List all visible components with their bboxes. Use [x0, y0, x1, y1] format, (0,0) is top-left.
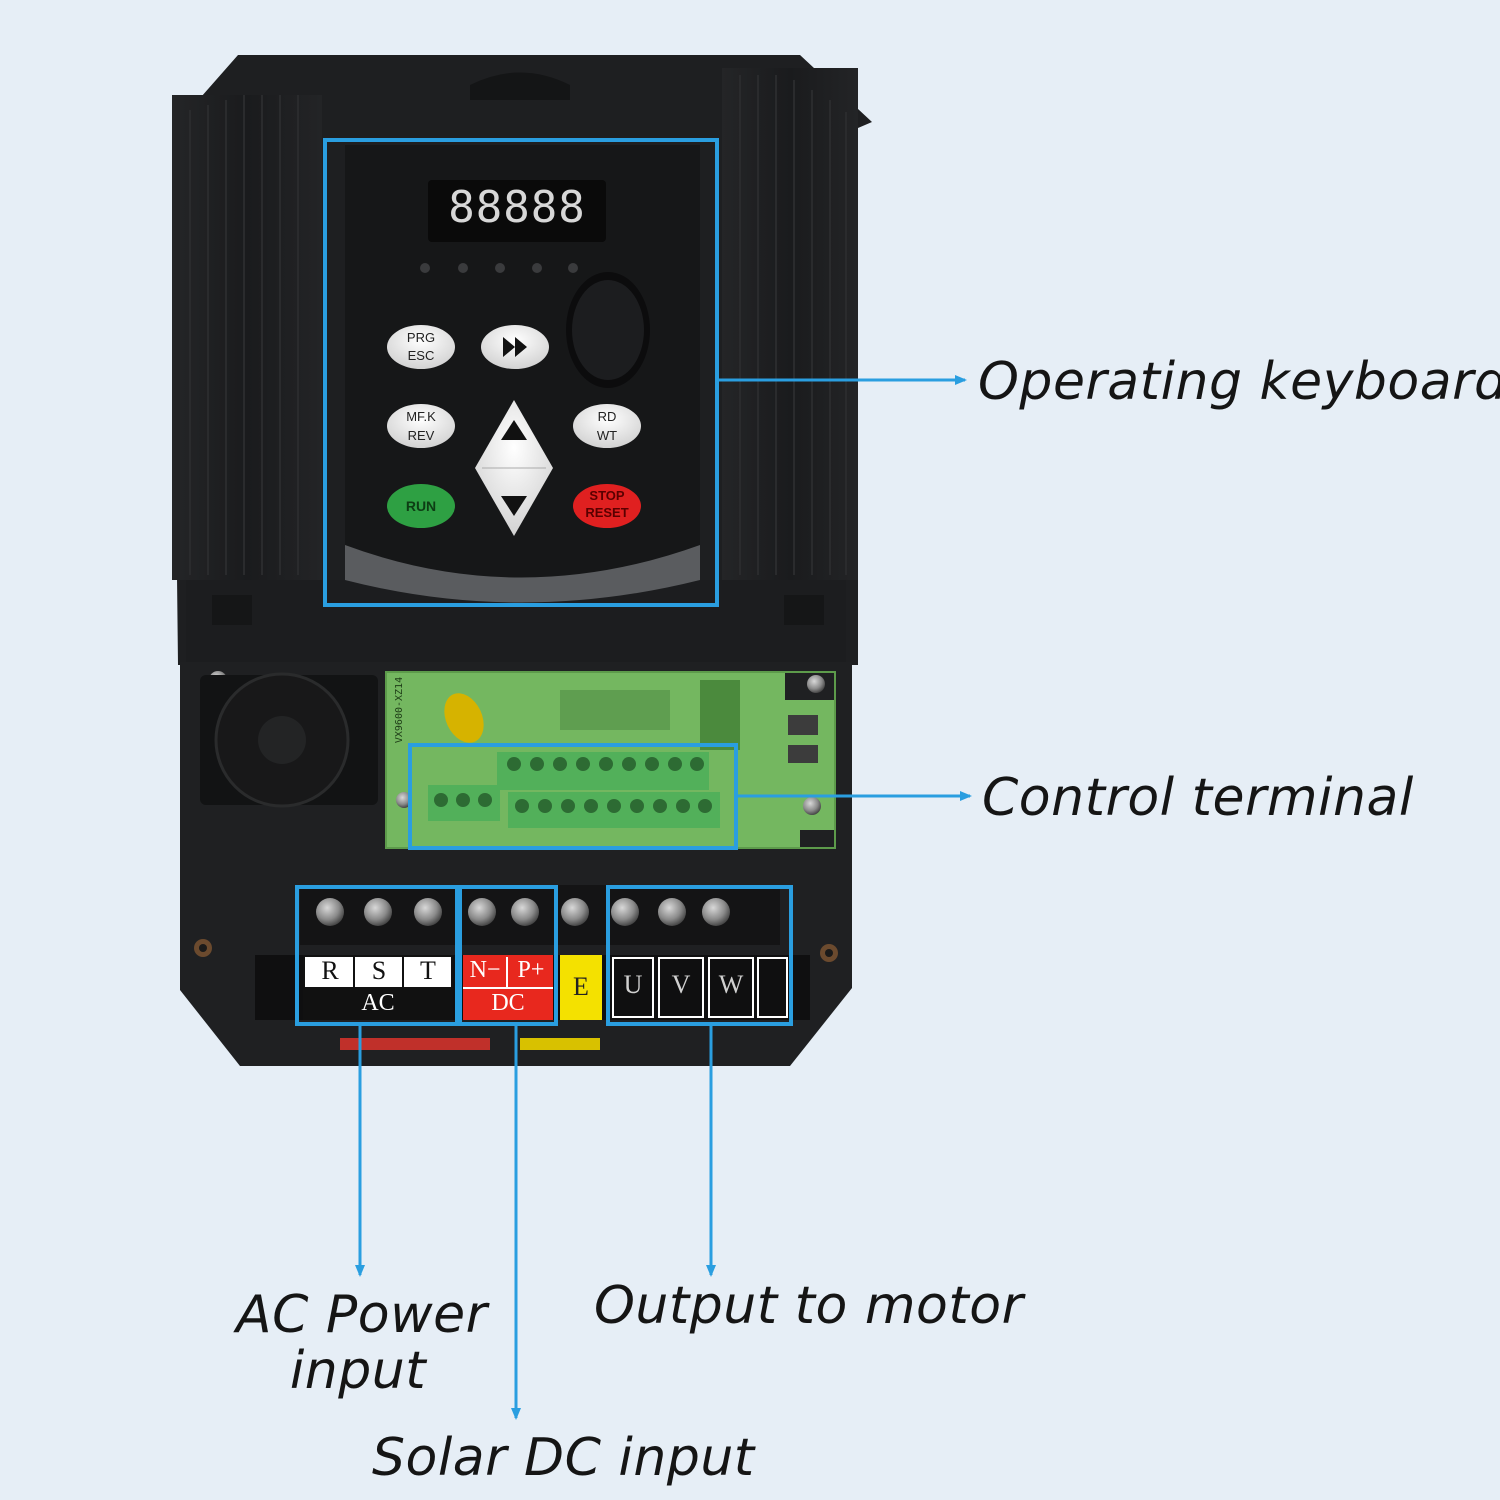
mfk-key-bottom-label[interactable]: REV	[407, 428, 435, 443]
solar-dc-input-caption: Solar DC input	[372, 1428, 755, 1488]
terminal-t-label: T	[420, 956, 436, 985]
callout-boxes	[295, 138, 793, 1026]
ac-group-label: AC	[361, 990, 395, 1016]
terminal-v-label: V	[671, 970, 691, 999]
callout-leaders	[355, 375, 972, 1420]
keypad-display: 88888	[448, 182, 586, 233]
ac-power-input-caption: AC Power input	[236, 1285, 488, 1401]
rd-key-bottom-label[interactable]: WT	[596, 428, 618, 443]
ac-power-input-caption-line1: AC Power	[236, 1285, 488, 1345]
pcb-model-text: VX9600-XZ14	[394, 676, 405, 744]
output-to-motor-caption: Output to motor	[594, 1276, 1024, 1336]
terminal-w-label: W	[718, 970, 744, 999]
terminal-s-label: S	[371, 956, 387, 985]
control-terminal-caption: Control terminal	[982, 768, 1414, 828]
ac-power-input-caption-line2: input	[289, 1341, 427, 1401]
terminal-n-label: N−	[469, 957, 501, 983]
mfk-key-top-label[interactable]: MF.K	[406, 409, 436, 424]
keyboard-highlight-box	[323, 138, 719, 607]
stop-key-bottom-label[interactable]: RESET	[585, 505, 629, 520]
terminal-u-label: U	[623, 970, 643, 999]
terminal-e-label: E	[573, 972, 589, 1001]
power-terminal-screws	[316, 898, 730, 926]
run-key-label[interactable]: RUN	[405, 498, 437, 514]
ac-terminal-highlight-box	[295, 885, 459, 1026]
keypad-panel	[345, 145, 700, 603]
control-pcb	[385, 671, 836, 849]
terminal-label-plate	[303, 955, 790, 1020]
operating-keyboard-caption: Operating keyboard	[978, 352, 1500, 412]
dc-group-label: DC	[491, 990, 525, 1016]
rd-key-top-label[interactable]: RD	[597, 409, 617, 424]
motor-terminal-highlight-box	[606, 885, 793, 1026]
terminal-r-label: R	[321, 956, 339, 985]
terminal-p-label: P+	[517, 957, 545, 983]
prg-key-bottom-label[interactable]: ESC	[407, 348, 435, 363]
stop-key-top-label[interactable]: STOP	[589, 488, 625, 503]
prg-key-top-label[interactable]: PRG	[406, 330, 436, 345]
dc-terminal-highlight-box	[458, 885, 558, 1026]
